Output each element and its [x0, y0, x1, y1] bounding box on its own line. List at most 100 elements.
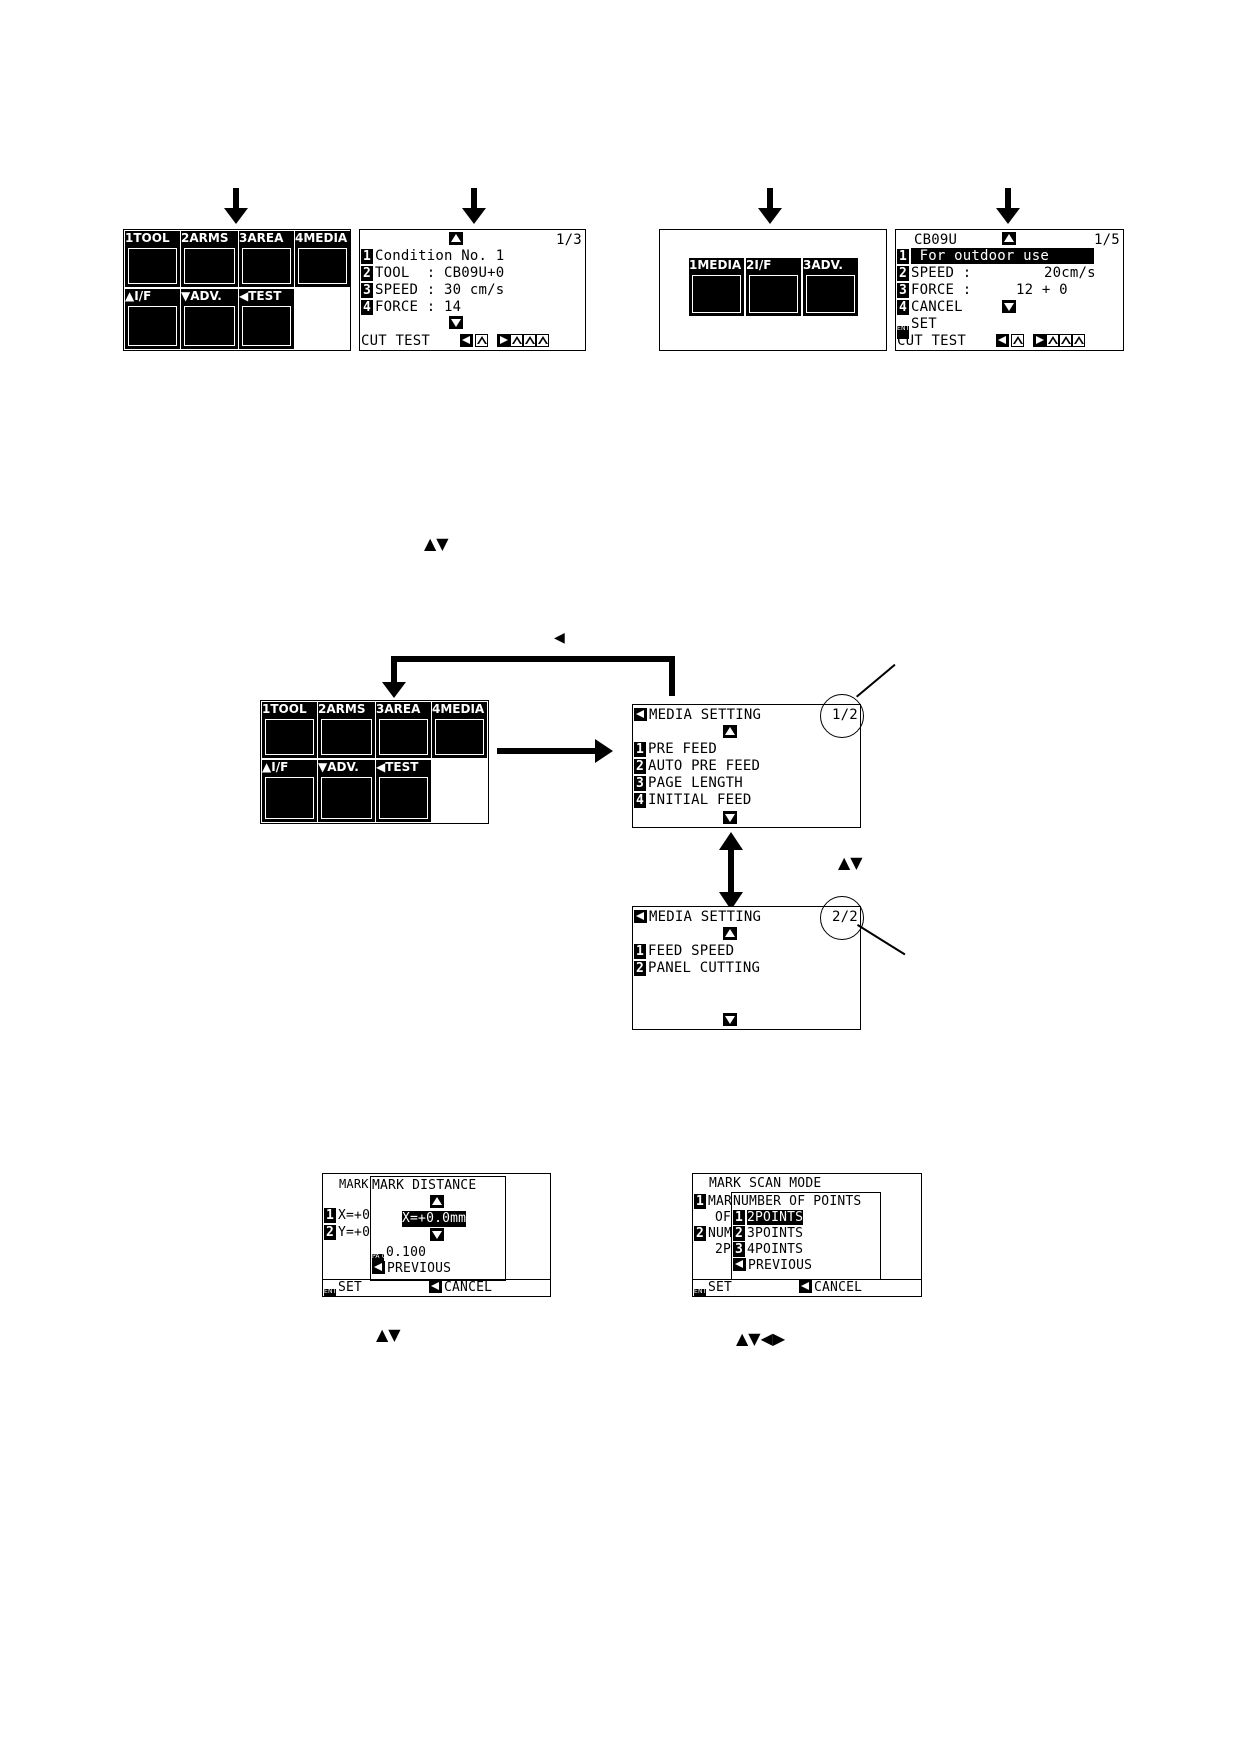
cancel-button[interactable]: CANCEL — [799, 1280, 862, 1296]
menu-tile-area[interactable]: 3AREA — [376, 702, 431, 758]
left-icon — [460, 334, 473, 347]
menu-tile-if[interactable]: ▲I/F — [125, 289, 180, 349]
cancel-button[interactable]: CANCEL — [429, 1280, 492, 1296]
up-down-keys-icon: ▲▼ — [424, 534, 449, 553]
triangle-icon — [475, 334, 488, 347]
set-button[interactable]: ENT ERSET — [694, 1280, 732, 1296]
scroll-up-icon[interactable] — [723, 725, 737, 738]
page-callout-circle — [820, 896, 864, 940]
triangle-icon — [535, 334, 549, 347]
screen-title: MEDIA SETTING — [634, 909, 761, 925]
triangle-icon — [509, 334, 523, 347]
footer-divider — [693, 1279, 921, 1280]
forward-flow-arrowhead — [595, 739, 613, 763]
triangle-icon — [522, 334, 536, 347]
set-button[interactable]: ENT ERSET — [897, 316, 937, 339]
menu-tile-media[interactable]: 4MEDIA — [295, 231, 350, 287]
scroll-down-icon[interactable] — [1002, 300, 1016, 313]
increase-icon[interactable] — [430, 1195, 444, 1208]
triangle-icon — [1045, 334, 1059, 347]
scroll-down-icon[interactable] — [723, 811, 737, 824]
set-button[interactable]: ENT ERSET — [324, 1280, 362, 1296]
page-switch-arrow — [728, 848, 734, 896]
footer-label: CUT TEST — [361, 333, 431, 349]
up-down-keys-icon: ▲▼ — [376, 1325, 401, 1344]
bg-title: MARK — [339, 1177, 369, 1191]
page-indicator: 1/3 — [556, 232, 582, 248]
mark-distance-popup: MARK DISTANCE X=+0.0mm PA GE0.100 PREVIO… — [370, 1176, 506, 1281]
menu-tile-adv[interactable]: ▼ADV. — [318, 760, 375, 822]
arrow-keys-icon: ▲▼◀▶ — [736, 1329, 786, 1348]
footer-controls[interactable] — [460, 333, 549, 349]
footer-controls[interactable] — [996, 333, 1085, 349]
menu-tile-media[interactable]: 4MEDIA — [432, 702, 487, 758]
triangle-icon — [1071, 334, 1085, 347]
back-icon — [372, 1261, 385, 1274]
scroll-up-icon[interactable] — [1002, 232, 1016, 245]
back-key-icon: ◀ — [554, 630, 565, 646]
menu-tile-arms[interactable]: 2ARMS — [318, 702, 375, 758]
triangle-icon — [1011, 334, 1024, 347]
menu-tile-test[interactable]: ◀TEST — [376, 760, 431, 822]
media-if-adv-screen: 1MEDIA 2I/F 3ADV. — [659, 229, 887, 351]
callout-line — [857, 924, 906, 955]
scroll-down-icon[interactable] — [723, 1013, 737, 1026]
menu-tile-media[interactable]: 1MEDIA — [689, 258, 744, 316]
scroll-down-icon[interactable] — [449, 316, 463, 329]
decrease-icon[interactable] — [430, 1228, 444, 1241]
page-callout-circle — [820, 694, 864, 738]
previous-button[interactable]: PREVIOUS — [733, 1258, 812, 1274]
page-indicator: 1/5 — [1094, 232, 1120, 248]
previous-button[interactable]: PREVIOUS — [372, 1261, 451, 1277]
main-menu-screen: 1TOOL 2ARMS 3AREA 4MEDIA ▲I/F ▼ADV. ◀TES… — [123, 229, 351, 351]
menu-tile-adv[interactable]: ▼ADV. — [181, 289, 238, 349]
main-menu-screen: 1TOOL 2ARMS 3AREA 4MEDIA ▲I/F ▼ADV. ◀TES… — [260, 700, 489, 824]
menu-tile-tool[interactable]: 1TOOL — [262, 702, 317, 758]
scroll-up-icon[interactable] — [723, 927, 737, 940]
screen-title: MEDIA SETTING — [634, 707, 761, 723]
menu-tile-adv[interactable]: 3ADV. — [803, 258, 858, 316]
footer-label: CUT TEST — [897, 333, 967, 349]
menu-tile-tool[interactable]: 1TOOL — [125, 231, 180, 287]
menu-tile-if[interactable]: ▲I/F — [262, 760, 317, 822]
menu-tile-area[interactable]: 3AREA — [239, 231, 294, 287]
triangle-icon — [1058, 334, 1072, 347]
right-icon — [496, 334, 510, 347]
scroll-up-icon[interactable] — [449, 232, 463, 245]
list-item-selected[interactable]: 1 For outdoor use — [897, 248, 1094, 264]
speed-value: 20cm/s — [1044, 265, 1096, 281]
footer-divider — [323, 1279, 550, 1280]
menu-tile-test[interactable]: ◀TEST — [239, 289, 294, 349]
menu-tile-if[interactable]: 2I/F — [746, 258, 801, 316]
tool-name: CB09U — [914, 232, 958, 248]
back-icon — [634, 910, 647, 923]
distance-value[interactable]: X=+0.0mm — [402, 1211, 467, 1227]
screen-title: MARK SCAN MODE — [709, 1176, 822, 1191]
menu-tile-arms[interactable]: 2ARMS — [181, 231, 238, 287]
